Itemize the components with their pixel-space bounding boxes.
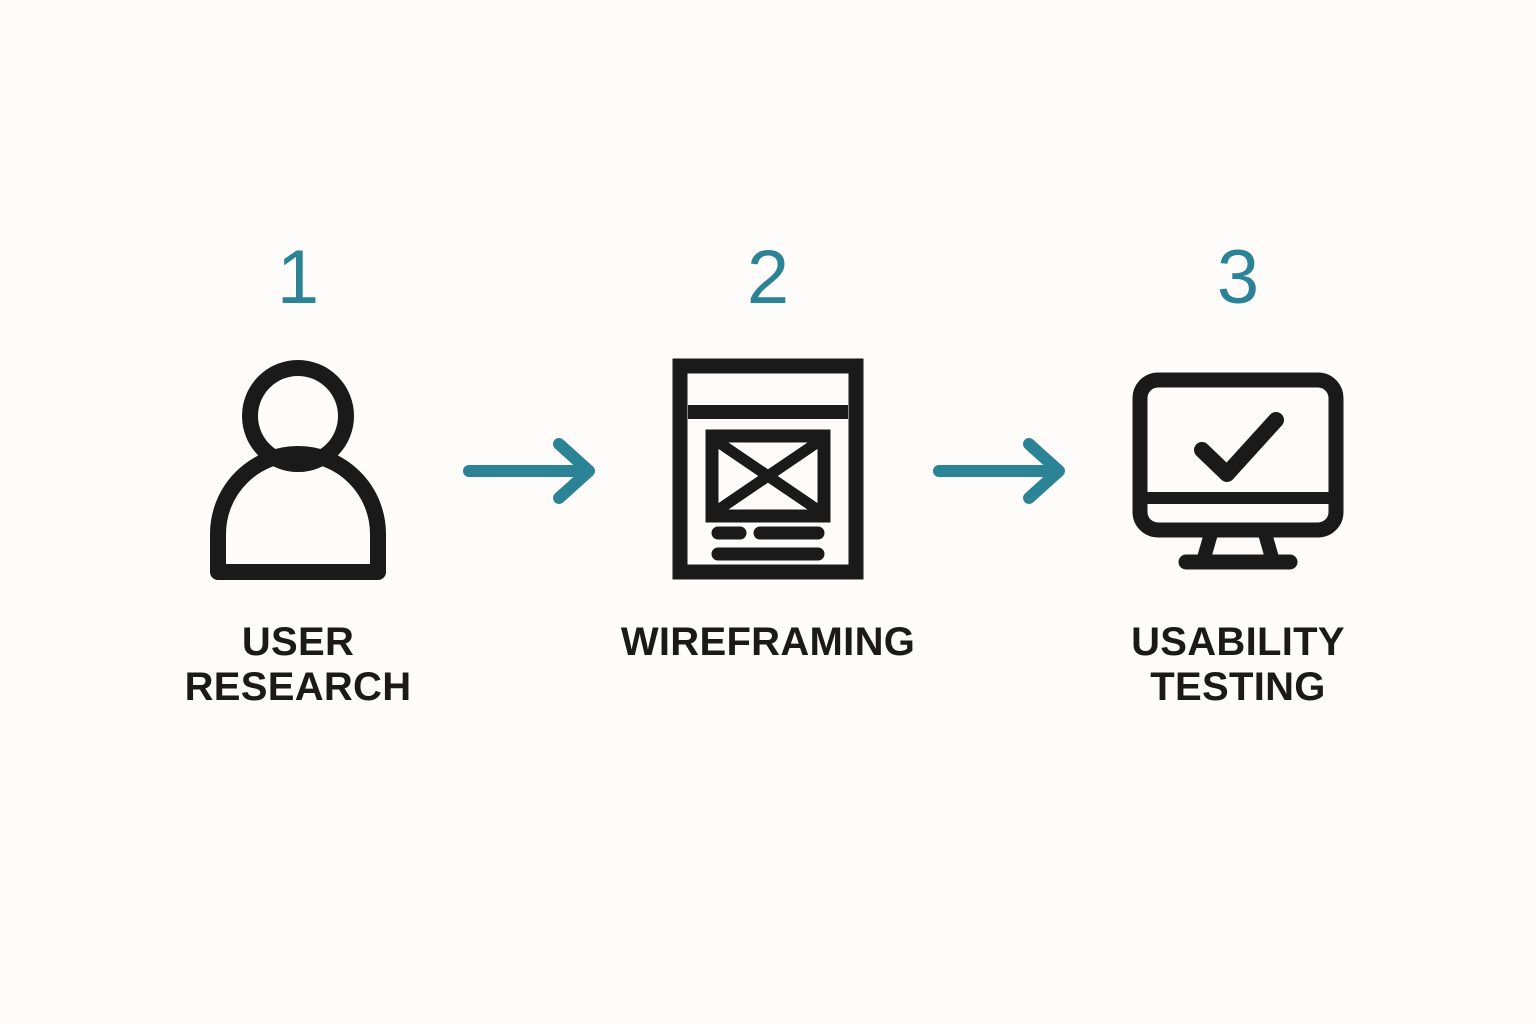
step-number-3: 3 bbox=[1216, 235, 1260, 320]
step-number-1: 1 bbox=[276, 235, 320, 320]
monitor-check-icon bbox=[1130, 358, 1346, 580]
step-label-user-research: USER RESEARCH bbox=[184, 620, 412, 710]
step-label-usability-testing: USABILITY TESTING bbox=[1131, 620, 1345, 710]
step-wireframing[interactable]: 2 WIREFRAMING bbox=[618, 236, 918, 665]
arrow-2-to-3 bbox=[918, 236, 1088, 506]
step-number-2: 2 bbox=[746, 235, 790, 320]
wireframe-icon bbox=[672, 358, 864, 580]
person-icon bbox=[200, 358, 396, 580]
arrow-1-to-2 bbox=[448, 236, 618, 506]
step-usability-testing[interactable]: 3 USABILITY TESTING bbox=[1088, 236, 1388, 710]
step-label-wireframing: WIREFRAMING bbox=[620, 620, 916, 664]
process-flow-row: 1 USER RESEARCH 2 bbox=[0, 236, 1536, 710]
step-user-research[interactable]: 1 USER RESEARCH bbox=[148, 236, 448, 710]
